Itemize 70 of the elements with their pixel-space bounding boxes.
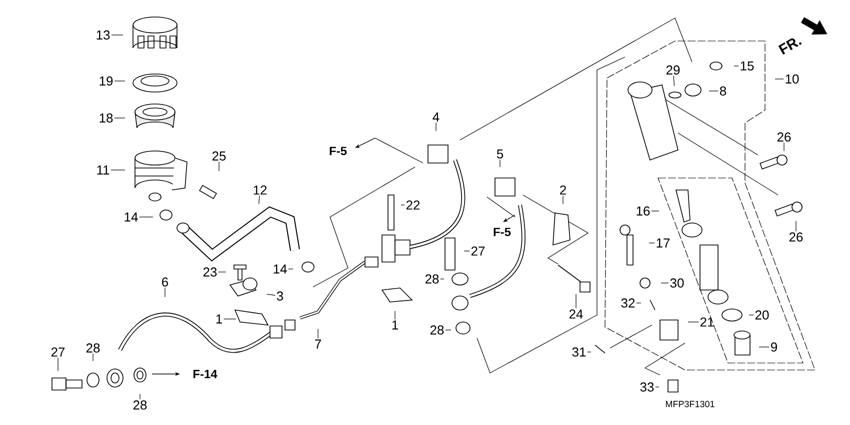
leader-line (394, 310, 396, 320)
callout-number: 14 (274, 264, 287, 274)
callout-number: 7 (315, 340, 321, 348)
reference-label: F-14 (193, 370, 218, 378)
callout-number: 25 (212, 151, 226, 161)
callout-number: 23 (203, 267, 217, 277)
leader-line (464, 250, 470, 252)
leader-line (636, 302, 642, 304)
callout-number: 28 (86, 343, 100, 353)
callout-number: 5 (496, 149, 504, 159)
leader-line (708, 90, 718, 92)
leader-line (92, 354, 94, 362)
leader-line (774, 78, 784, 80)
leader-line (748, 314, 754, 316)
leader-line (164, 288, 166, 298)
leader-line (224, 318, 236, 320)
leader-line (651, 210, 660, 212)
leader-line (655, 386, 660, 388)
callout-number: 8 (720, 86, 726, 96)
leader-line (266, 294, 276, 296)
callout-number: 1 (392, 320, 398, 330)
callout-number: 21 (700, 317, 714, 327)
callout-number: 22 (406, 200, 420, 210)
leader-line (562, 195, 564, 204)
direction-label: FR. (778, 38, 802, 55)
leader-line (660, 282, 669, 284)
leader-line (218, 162, 220, 172)
callout-number: 27 (471, 246, 485, 256)
callout-number: 18 (100, 113, 113, 123)
callout-number: 27 (51, 347, 65, 357)
callout-number: 15 (740, 61, 754, 71)
callout-number: 20 (755, 310, 769, 320)
callout-number: 6 (162, 277, 168, 287)
callout-number: 26 (789, 232, 803, 242)
callout-number: 28 (425, 274, 439, 284)
callout-number: 24 (569, 309, 583, 319)
callout-number: 19 (100, 76, 113, 86)
callout-number: 1 (216, 314, 222, 324)
callout-number: 14 (124, 212, 138, 222)
leader-line (114, 80, 126, 82)
callout-number: 17 (656, 238, 670, 248)
drawing-code: MFP3F1301 (666, 400, 714, 408)
leader-line (648, 242, 655, 244)
callout-number: 13 (96, 30, 110, 40)
leader-line (673, 76, 675, 86)
leader-line (400, 204, 405, 206)
callout-number: 28 (133, 400, 147, 410)
callout-number: 11 (97, 166, 110, 174)
callout-number: 3 (276, 291, 284, 301)
reference-label: F-5 (494, 228, 511, 236)
callout-number: 10 (786, 74, 799, 84)
callout-number: 33 (640, 382, 654, 392)
callout-number: 4 (432, 112, 440, 122)
callout-number: 32 (621, 298, 635, 308)
callout-number: 2 (560, 185, 566, 195)
leader-line (758, 346, 770, 348)
callout-number: 29 (666, 65, 680, 75)
callout-number: 16 (636, 206, 650, 216)
leader-line (440, 278, 444, 280)
callout-number: 12 (254, 185, 267, 195)
leader-line (139, 216, 154, 218)
leader-line (258, 195, 260, 204)
leader-line (111, 34, 124, 36)
leader-line (288, 268, 294, 270)
callout-number: 9 (771, 342, 778, 352)
callout-number: 31 (572, 347, 586, 357)
callout-number: 26 (777, 132, 791, 142)
callout-number: 28 (430, 325, 444, 335)
callout-number: 30 (670, 278, 684, 288)
reference-label: F-5 (330, 146, 347, 156)
